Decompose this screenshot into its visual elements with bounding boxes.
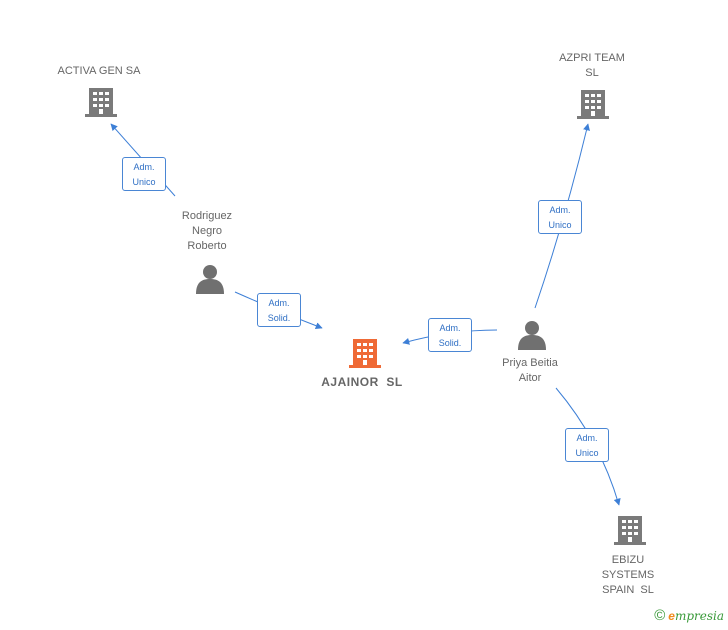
node-label-activa-gen-sa[interactable]: ACTIVA GEN SA — [57, 65, 141, 77]
building-icon[interactable] — [577, 90, 609, 119]
empresia-watermark: ©empresia — [654, 607, 724, 624]
edge-label-rodriguez-ajainor: Adm. Solid. — [257, 293, 301, 327]
edge-label-priya-ajainor: Adm. Solid. — [428, 318, 472, 352]
building-icon[interactable] — [349, 339, 381, 368]
edge-label-priya-ebizu: Adm. Unico — [565, 428, 609, 462]
copyright-icon: © — [654, 607, 666, 624]
building-icon[interactable] — [85, 88, 117, 117]
edge-label-priya-azpri: Adm. Unico — [538, 200, 582, 234]
node-label-azpri-team-sl[interactable]: AZPRI TEAM SL — [559, 52, 625, 79]
node-label-ajainor-sl[interactable]: AJAINOR SL — [321, 375, 403, 389]
person-icon[interactable] — [196, 265, 224, 294]
edge-label-rodriguez-activa: Adm. Unico — [122, 157, 166, 191]
building-icon[interactable] — [614, 516, 646, 545]
brand-initial: e — [668, 609, 675, 623]
node-label-rodriguez-negro-roberto[interactable]: Rodriguez Negro Roberto — [181, 210, 233, 252]
node-label-priya-beitia-aitor[interactable]: Priya Beitia Aitor — [502, 357, 558, 384]
node-label-ebizu-systems-spain-sl[interactable]: EBIZU SYSTEMS SPAIN SL — [601, 554, 655, 596]
person-icon[interactable] — [518, 321, 546, 350]
brand-name: mpresia — [674, 609, 724, 623]
